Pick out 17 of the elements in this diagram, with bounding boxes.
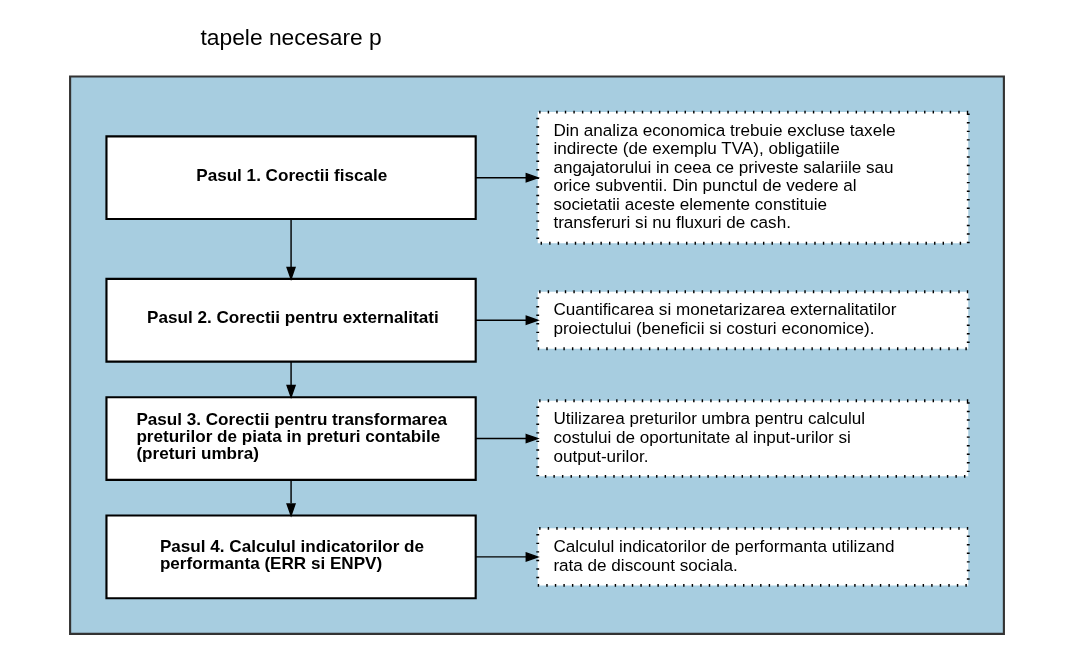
arrow [286,361,297,400]
arrow [475,172,540,183]
node-box: Calculul indicatorilor de performanta utilizand rata de discount sociala. [536,526,970,587]
node-box: Pasul 3. Corectii pentru transformarea preturilor de piata in preturi contabile (preturi umbra) [105,396,477,481]
arrow [286,479,297,518]
node-box: Pasul 2. Corectii pentru externalitati [105,277,477,363]
arrow [475,315,540,326]
node-box: Cuantificarea si monetarizarea externalitatilor proiectului (beneficii si costuri economice). [536,290,970,351]
node-box: Pasul 1. Corectii fiscale [105,135,477,221]
arrow [475,433,540,444]
node-box: Utilizarea preturilor umbra pentru calculul costului de oportunitate al input-urilor si output-urilor. [536,399,970,478]
cluster [69,75,1005,635]
label: tapele necesare p [200,23,382,50]
node-box: Pasul 4. Calculul indicatorilor de performanta (ERR si ENPV) [105,514,477,600]
arrow [475,551,540,562]
arrow [286,218,297,281]
node-box: Din analiza economica trebuie excluse taxele indirecte (de exemplu TVA), obligatiile angajatorului in ceea ce priveste salariile sau orice subventii. Din punctul de vedere al societatii aceste elemente constituie transferuri si nu fluxuri de cash. [536,110,970,245]
